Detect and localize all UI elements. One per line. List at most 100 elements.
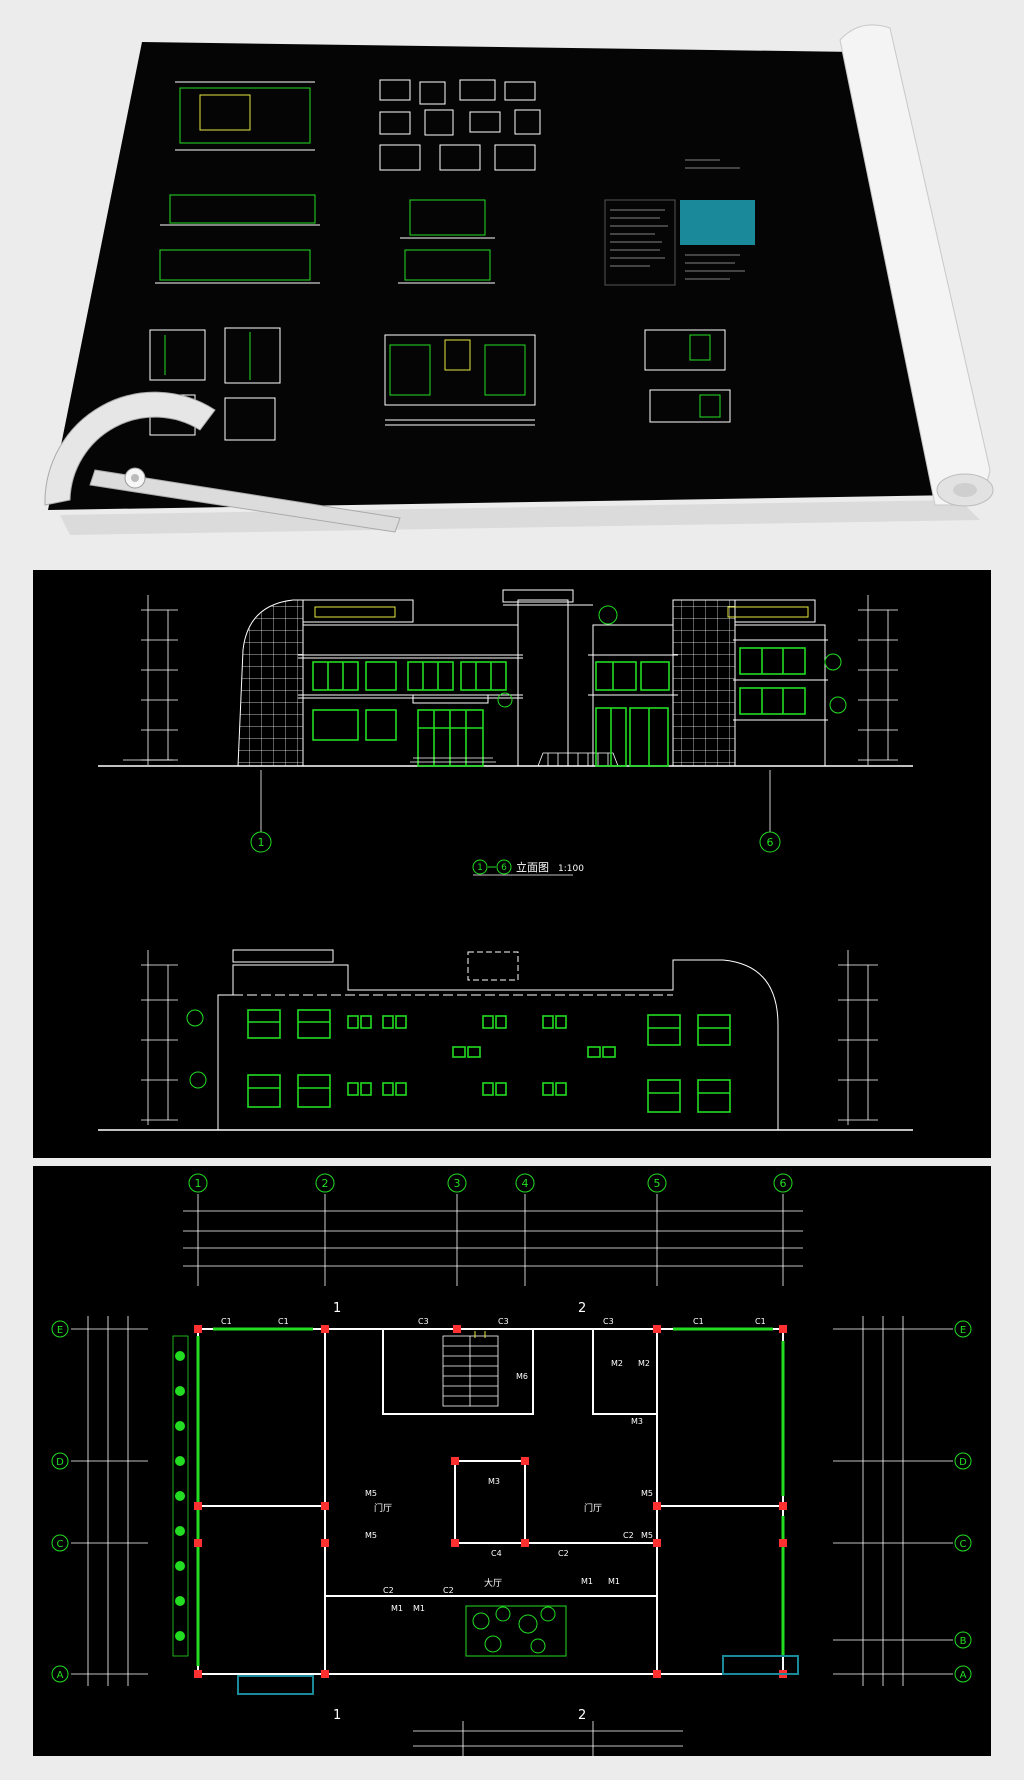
section-mark-bottom-right: 2 — [578, 1708, 586, 1723]
sheet-preview-svg — [44, 24, 994, 535]
protractor-icon — [44, 391, 401, 533]
window-tag-3: C3 — [418, 1317, 429, 1326]
plan-walls — [197, 1328, 784, 1675]
room-labels: 门厅 门厅 大厅 — [374, 1502, 602, 1589]
axis-marker-left — [250, 831, 272, 853]
axis-marker-right — [759, 831, 781, 853]
door-tag-4: M1 — [391, 1604, 403, 1613]
thumbnail-details — [379, 79, 541, 171]
door-tag-5: M1 — [413, 1604, 425, 1613]
room-label-hall: 大厅 — [484, 1577, 502, 1589]
rear-elevation — [98, 949, 913, 1131]
main-entrance — [417, 709, 484, 767]
door-tags: M5 M5 M3 M1 M1 M1 M1 M5 M5 M3 M2 M2 M6 — [365, 1359, 653, 1613]
door-tag-11: M2 — [611, 1359, 623, 1368]
thumbnail-plan-1 — [175, 81, 315, 151]
door-tag-10: M3 — [631, 1417, 643, 1426]
axis-left-c: C — [57, 1539, 64, 1550]
rear-right-dimensions — [838, 950, 878, 1125]
window-tag-1: C1 — [221, 1317, 232, 1326]
blueprint-sheet-preview — [0, 0, 1024, 560]
right-axis-column: E D C B A — [833, 1316, 972, 1686]
door-tag-12: M2 — [638, 1359, 650, 1368]
door-tag-2: M5 — [365, 1531, 377, 1540]
plan-columns — [194, 1325, 787, 1678]
room-label-lobby-right: 门厅 — [584, 1502, 602, 1514]
door-tag-8: M5 — [641, 1489, 653, 1498]
rear-windows — [247, 1009, 731, 1113]
axis-left-a: A — [57, 1670, 64, 1681]
thumbnail-elevations-2 — [398, 199, 495, 284]
entrance-steps — [410, 757, 496, 763]
axis-top-1: 1 — [195, 1177, 202, 1190]
central-stair — [442, 1335, 499, 1407]
window-tag-5: C3 — [603, 1317, 614, 1326]
title-circle-right-label: 6 — [501, 863, 507, 873]
section-mark-top-right: 2 — [578, 1301, 586, 1316]
axis-top-2: 2 — [322, 1177, 329, 1190]
left-planter — [175, 1351, 185, 1641]
window-tag-12: C2 — [623, 1531, 634, 1540]
left-tile-wall — [237, 599, 304, 767]
axis-right-a: A — [960, 1670, 967, 1681]
floor-plan-svg: 1 2 3 4 5 6 E D C — [51, 1173, 972, 1756]
window-tag-9: C2 — [443, 1586, 454, 1595]
floor-plan-panel: 1 2 3 4 5 6 E D C — [33, 1166, 991, 1756]
window-tag-6: C1 — [693, 1317, 704, 1326]
right-signboard — [734, 599, 816, 623]
thumbnail-floor-plan — [384, 334, 536, 426]
axis-label-right: 6 — [767, 836, 774, 849]
elevation-title-text: 立面图 — [516, 860, 549, 874]
right-dimension-lines — [858, 595, 898, 765]
axis-right-c: C — [960, 1539, 967, 1550]
bottom-dimension-lines — [413, 1721, 683, 1756]
central-tower — [517, 599, 569, 767]
far-right-windows — [739, 647, 806, 715]
front-elevation-title: 1 6 立面图 1:100 — [472, 859, 584, 876]
axis-right-d: D — [959, 1457, 967, 1468]
room-label-lobby-left: 门厅 — [374, 1502, 392, 1514]
section-mark-top-left: 1 — [333, 1301, 341, 1316]
right-tile-wall — [672, 599, 736, 767]
section-marks: 1 2 1 2 — [333, 1301, 586, 1723]
rear-building-outline — [217, 959, 779, 1130]
window-tags: C1 C1 C3 C3 C3 C1 C1 C2 C2 C4 C2 C2 — [221, 1317, 766, 1595]
door-tag-7: M1 — [608, 1577, 620, 1586]
left-axis-column: E D C A — [51, 1316, 148, 1686]
axis-top-3: 3 — [454, 1177, 461, 1190]
elevation-scale-text: 1:100 — [558, 864, 584, 874]
left-dimension-lines — [123, 595, 178, 765]
paper-roll-icon — [839, 24, 994, 507]
title-circle-left-label: 1 — [477, 863, 483, 873]
sheet-black-area — [48, 42, 960, 510]
axis-top-5: 5 — [654, 1177, 661, 1190]
axis-label-left: 1 — [258, 836, 265, 849]
axis-left-e: E — [57, 1325, 63, 1336]
rear-left-dimensions — [141, 950, 178, 1125]
window-tag-10: C4 — [491, 1549, 502, 1558]
axis-left-d: D — [56, 1457, 64, 1468]
elevations-panel: 1 6 1 6 立面图 1:100 — [33, 570, 991, 1158]
schedule-table — [680, 200, 755, 245]
door-tag-6: M1 — [581, 1577, 593, 1586]
door-tag-1: M5 — [365, 1489, 377, 1498]
window-tag-11: C2 — [558, 1549, 569, 1558]
plan-window-strips — [196, 1327, 785, 1666]
left-signboard — [302, 599, 414, 623]
door-tag-9: M5 — [641, 1531, 653, 1540]
axis-right-b: B — [960, 1636, 967, 1647]
window-tag-8: C2 — [383, 1586, 394, 1595]
right-windows — [595, 661, 670, 767]
top-axis-row: 1 2 3 4 5 6 — [183, 1173, 803, 1286]
ramp-railing — [537, 752, 619, 767]
axis-top-6: 6 — [780, 1177, 787, 1190]
elevation-markers — [497, 605, 847, 714]
courtyard-plants — [465, 1605, 567, 1657]
axis-top-4: 4 — [522, 1177, 529, 1190]
axis-right-e: E — [960, 1325, 966, 1336]
door-tag-13: M6 — [516, 1372, 528, 1381]
door-tag-3: M3 — [488, 1477, 500, 1486]
window-tag-7: C1 — [755, 1317, 766, 1326]
section-mark-bottom-left: 1 — [333, 1708, 341, 1723]
elevations-svg: 1 6 1 6 立面图 1:100 — [98, 589, 913, 1131]
